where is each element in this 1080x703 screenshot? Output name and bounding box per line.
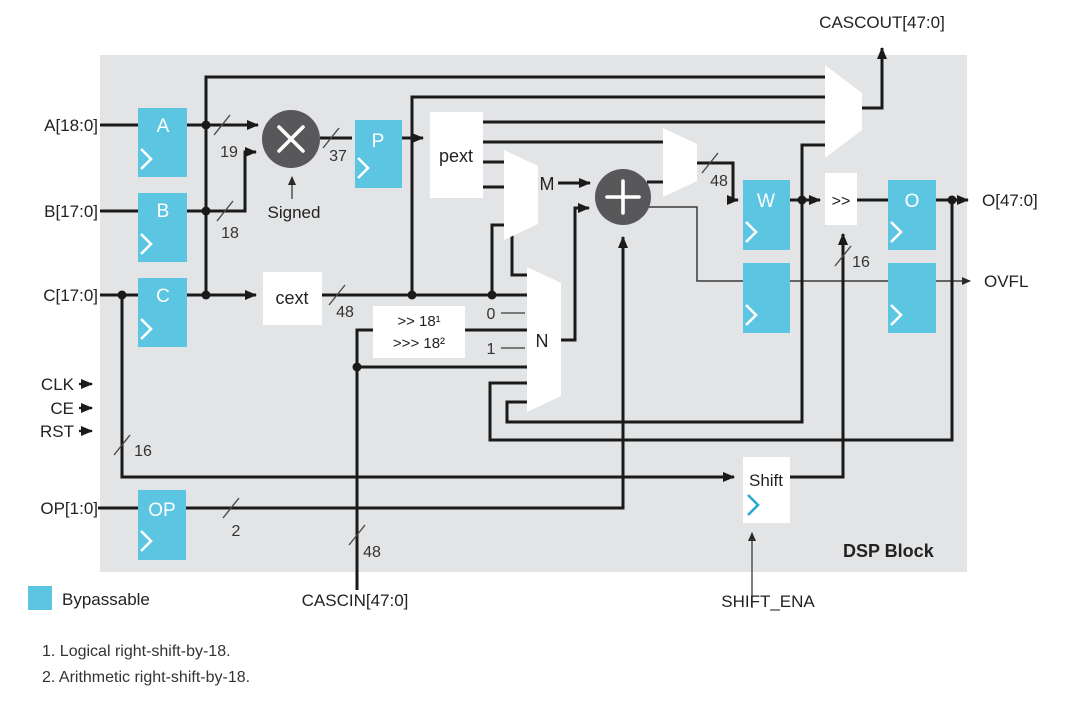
shift-register-label: Shift <box>749 471 783 490</box>
cascin-label: CASCIN[47:0] <box>302 591 409 610</box>
width-ctrl-label: 16 <box>134 443 152 460</box>
register-op-letter: OP <box>148 500 175 521</box>
width-cext-label: 48 <box>336 304 354 321</box>
clock-chevron-icon <box>140 530 153 552</box>
dsp-block-title: DSP Block <box>843 541 935 561</box>
register-c-letter: C <box>156 286 170 307</box>
rst-label: RST <box>40 422 74 441</box>
clock-chevron-icon <box>890 221 903 243</box>
footnote-1: 1. Logical right-shift-by-18. <box>42 643 231 660</box>
cascout-label: CASCOUT[47:0] <box>819 13 945 32</box>
shifter-option1-label: >> 18¹ <box>397 313 440 330</box>
wire-op-to-adder <box>186 236 628 510</box>
shifter-options-box <box>373 306 465 358</box>
mux-n-label: N <box>536 331 549 351</box>
pext-box <box>430 112 483 198</box>
cext-label: cext <box>275 288 308 308</box>
clock-chevron-icon <box>140 233 153 255</box>
ce-label: CE <box>50 399 74 418</box>
mux-n-sel1-label: 1 <box>487 341 496 358</box>
width-b-label: 18 <box>221 225 239 242</box>
width-op-label: 2 <box>232 523 241 540</box>
register-op <box>138 490 186 560</box>
wire-ovfl <box>649 206 971 285</box>
mux-n <box>527 267 561 412</box>
multiply-icon <box>277 125 305 153</box>
clock-chevron-icon <box>745 221 758 243</box>
ovfl-label: OVFL <box>984 272 1028 291</box>
mux-m-label: M <box>540 174 555 194</box>
width-a-label: 19 <box>220 144 238 161</box>
shift-ena-label: SHIFT_ENA <box>721 592 815 611</box>
mux-n-sel0-label: 0 <box>487 306 496 323</box>
mux-cascout <box>825 65 862 158</box>
width-acc-label: 48 <box>710 173 728 190</box>
wire-shiftamount-to-shiftreg <box>120 295 735 482</box>
barrel-shifter-box <box>825 173 857 225</box>
barrel-shifter-label: >> <box>832 193 851 210</box>
wire-shiftreg-to-barrel <box>790 233 848 479</box>
wire-muxn-to-adder <box>561 203 590 342</box>
clock-chevrons <box>140 148 903 552</box>
register-o-letter: O <box>905 191 920 212</box>
register-b-letter: B <box>157 201 170 222</box>
plus-icon <box>605 179 641 215</box>
wire-w-feedback <box>505 143 825 424</box>
clock-chevron-icon <box>745 304 758 326</box>
cext-box <box>263 272 322 325</box>
shifter-option2-label: >>> 18² <box>393 335 445 352</box>
junction-dots <box>117 120 957 372</box>
bus-width-slashes <box>113 114 852 546</box>
width-p-label: 37 <box>329 148 347 165</box>
op-input-label: OP[1:0] <box>40 499 98 518</box>
register-a-letter: A <box>157 116 170 137</box>
wire-o-feedback-to-muxn <box>488 200 954 442</box>
clock-chevron-icon <box>357 157 370 179</box>
wire-b-to-mult <box>187 147 257 213</box>
width-cascin-label: 48 <box>363 544 381 561</box>
mux-output <box>663 128 697 197</box>
legend-bypassable-swatch <box>28 586 52 610</box>
width-shift-label: 16 <box>852 254 870 271</box>
shift-clock-chevron-icon <box>747 494 760 516</box>
wire-cext-tap-to-cascout-mux <box>410 95 825 295</box>
clock-chevron-icon <box>140 318 153 340</box>
wire-abc-bus-to-cascout-mux <box>204 75 825 295</box>
input-a-label: A[18:0] <box>44 116 98 135</box>
pext-label: pext <box>439 146 473 166</box>
wire-feedback-to-muxm <box>490 223 504 295</box>
register-p-letter: P <box>372 131 385 152</box>
clk-label: CLK <box>41 375 75 394</box>
wire-cascout-out <box>862 47 887 110</box>
input-b-label: B[17:0] <box>44 202 98 221</box>
register-w-letter: W <box>757 191 775 212</box>
footnote-2: 2. Arithmetic right-shift-by-18. <box>42 669 250 686</box>
legend-bypassable-label: Bypassable <box>62 590 150 609</box>
signed-label: Signed <box>268 203 321 222</box>
mux-m <box>504 150 538 240</box>
output-o-label: O[47:0] <box>982 191 1038 210</box>
wire-outmux-to-w <box>697 161 739 205</box>
input-c-label: C[17:0] <box>43 286 98 305</box>
clock-chevron-icon <box>140 148 153 170</box>
clock-chevron-icon <box>890 304 903 326</box>
wire-cascin-to-shifter <box>355 328 373 590</box>
register-p <box>355 120 402 188</box>
